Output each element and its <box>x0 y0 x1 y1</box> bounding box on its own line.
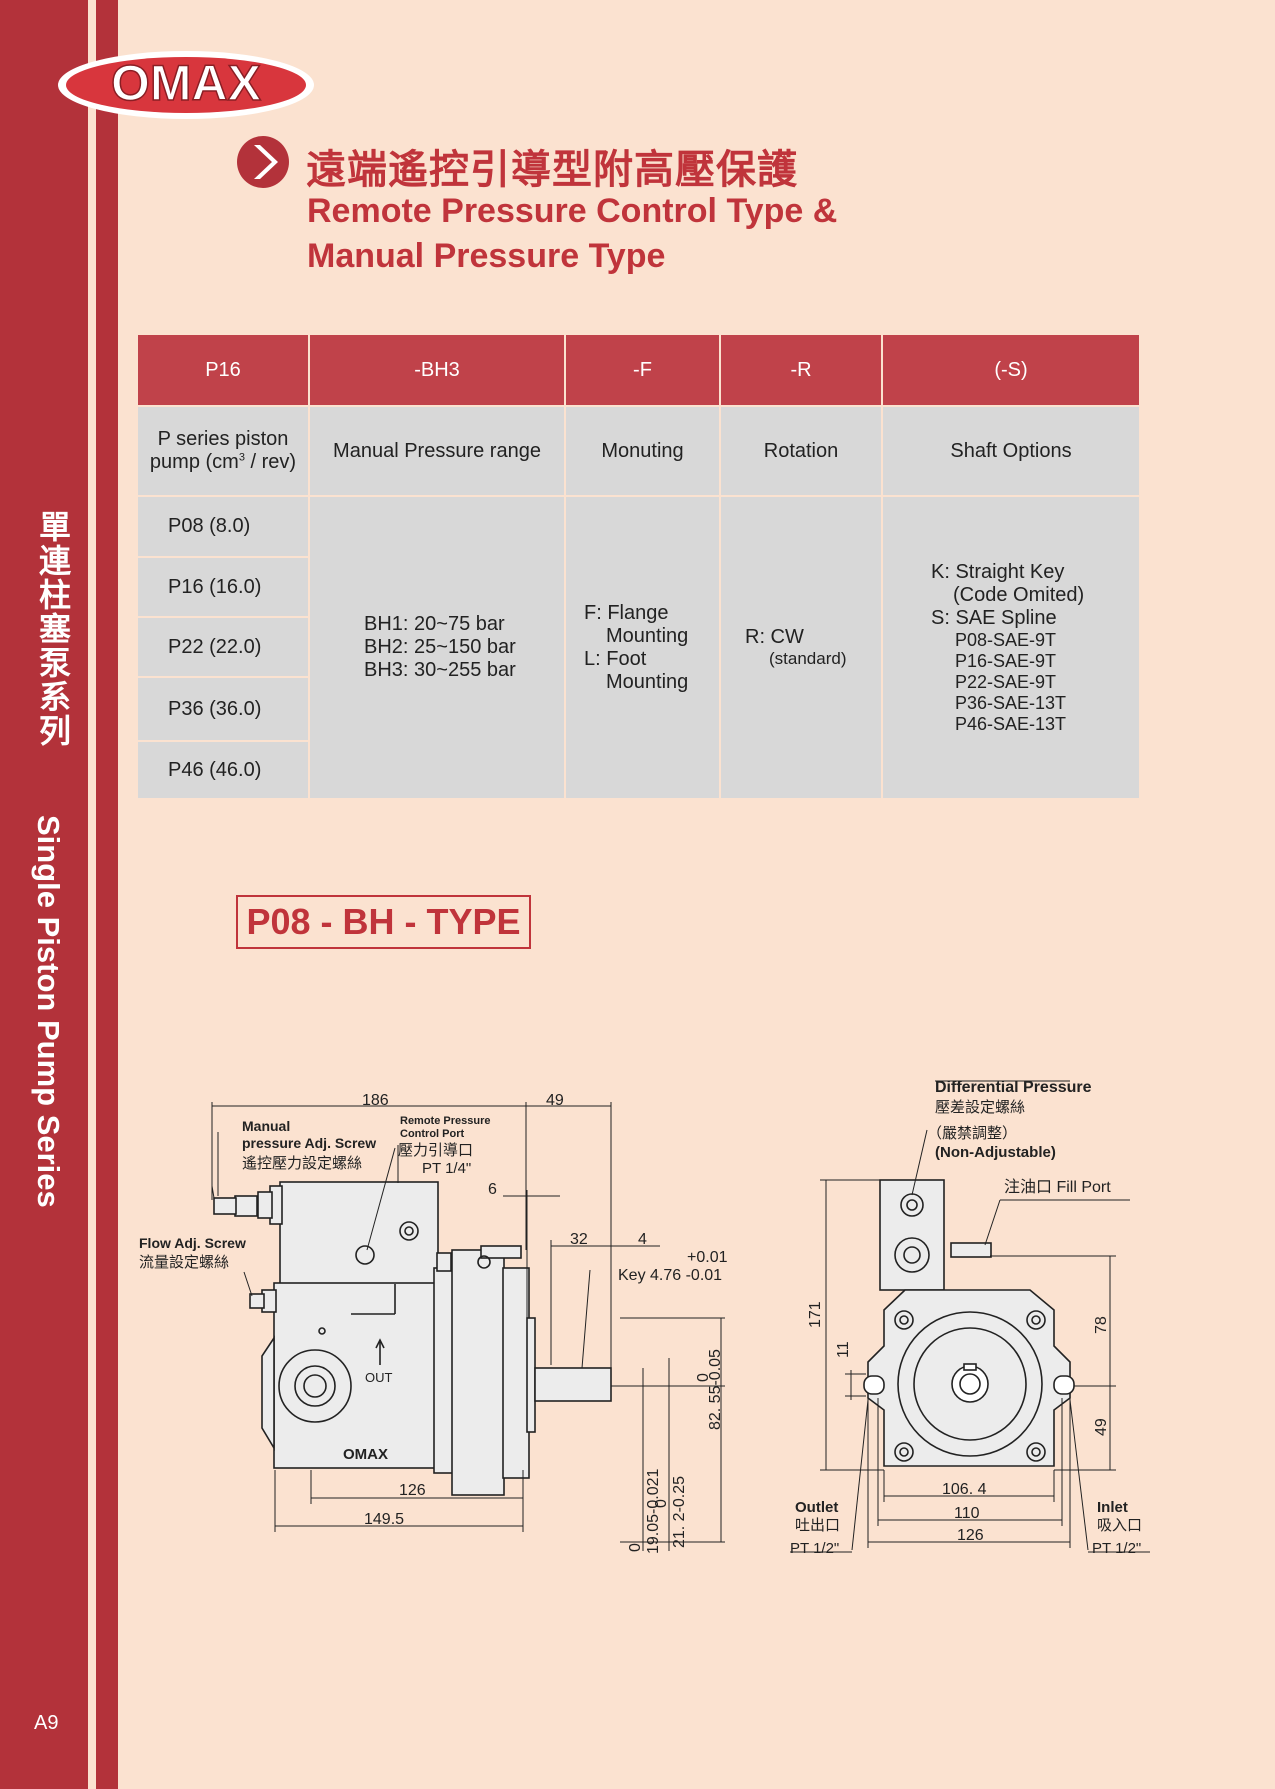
label-rotation: Rotation <box>719 405 883 497</box>
front-view-dims: 171 11 78 49 106. 4 110 126 <box>807 1301 1110 1544</box>
model-code-table: P16 -BH3 -F -R (-S) P series piston pump… <box>136 333 1141 800</box>
dim-149-5: 149.5 <box>364 1511 404 1528</box>
remote-port-label-2: Control Port <box>400 1128 464 1140</box>
chevron-right-icon <box>237 136 289 188</box>
header-shaft: (-S) <box>881 333 1141 407</box>
pump-p36: P36 (36.0) <box>136 676 310 742</box>
pressure-ranges: BH1: 20~75 bar BH2: 25~150 bar BH3: 30~2… <box>308 495 566 800</box>
out-label: OUT <box>365 1370 393 1385</box>
dim-6: 6 <box>488 1181 497 1198</box>
manual-screw-label-1: Manual <box>242 1118 290 1134</box>
flow-screw-label: Flow Adj. Screw <box>139 1235 246 1251</box>
flow-screw-label-zh: 流量設定螺絲 <box>139 1254 229 1271</box>
dim-shaft-diameter: 19.05-0.021 <box>645 1468 662 1554</box>
front-view-pump <box>863 1179 1075 1467</box>
outlet-pt: PT 1/2" <box>790 1540 839 1557</box>
sidebar-title-zh: 單連柱塞泵系列 <box>34 510 72 748</box>
label-pressure: Manual Pressure range <box>308 405 566 497</box>
dim-shaft-zero: 0 <box>627 1543 644 1552</box>
remote-port-label-zh: 壓力引導口 <box>398 1142 473 1159</box>
dim-key-height: 21. 2-0.25 <box>671 1476 688 1548</box>
label-mounting: Monuting <box>564 405 721 497</box>
dim-106-4: 106. 4 <box>942 1481 987 1498</box>
page-title-zh: 遠端遙控引導型附高壓保護 <box>306 147 798 193</box>
inlet-label-zh: 吸入口 <box>1097 1517 1142 1534</box>
dim-126b: 126 <box>957 1527 984 1544</box>
sidebar-stripe <box>96 0 118 1789</box>
header-mounting: -F <box>564 333 721 407</box>
sidebar-title-en: Single Piston Pump Series <box>31 815 66 1208</box>
outlet-label: Outlet <box>795 1499 838 1516</box>
inlet-pt: PT 1/2" <box>1092 1540 1141 1557</box>
remote-port-pt: PT 1/4" <box>422 1160 471 1177</box>
side-view-callouts: Manual pressure Adj. Screw Remote Pressu… <box>139 1115 491 1251</box>
dim-186: 186 <box>362 1092 389 1109</box>
diff-pressure-label: Differential Pressure <box>935 1079 1092 1096</box>
page-title-en-line2: Manual Pressure Type <box>307 237 666 275</box>
key-tolerance-plus: +0.01 <box>687 1249 728 1266</box>
dim-32: 32 <box>570 1231 588 1248</box>
pump-p46: P46 (46.0) <box>136 740 310 800</box>
dim-49b: 49 <box>1093 1418 1110 1436</box>
manual-screw-label-2: pressure Adj. Screw <box>242 1135 376 1151</box>
pump-p16: P16 (16.0) <box>136 556 310 618</box>
omax-logo: OMAX <box>58 51 314 119</box>
pump-logo-text: OMAX <box>343 1446 388 1463</box>
label-shaft: Shaft Options <box>881 405 1141 497</box>
page-number: A9 <box>34 1712 59 1734</box>
shaft-options: K: Straight Key (Code Omited) S: SAE Spl… <box>881 495 1141 800</box>
pump-p08: P08 (8.0) <box>136 495 310 558</box>
dim-4: 4 <box>638 1231 647 1248</box>
dim-11: 11 <box>835 1341 852 1358</box>
dim-126: 126 <box>399 1482 426 1499</box>
remote-port-label-1: Remote Pressure <box>400 1115 491 1127</box>
dim-center-zero: 0 <box>695 1373 712 1382</box>
page-title-en-line1: Remote Pressure Control Type & <box>307 192 838 230</box>
dim-78: 78 <box>1093 1316 1110 1334</box>
diff-pressure-note: (Non-Adjustable) <box>935 1144 1056 1161</box>
manual-screw-label-zh: 遙控壓力設定螺絲 <box>242 1155 362 1172</box>
rotation-options: R: CW (standard) <box>719 495 883 800</box>
outlet-label-zh: 吐出口 <box>795 1517 840 1534</box>
type-label: P08 - BH - TYPE <box>236 895 531 949</box>
front-view-dimension-lines <box>790 1080 1150 1553</box>
logo-text: OMAX <box>111 55 261 111</box>
mounting-options: F: Flange Mounting L: Foot Mounting <box>564 495 721 800</box>
header-pressure: -BH3 <box>308 333 566 407</box>
sidebar-band <box>0 0 88 1789</box>
fill-port-label: 注油口 Fill Port <box>1004 1178 1111 1196</box>
side-view-pump <box>213 1181 612 1496</box>
pump-p22: P22 (22.0) <box>136 616 310 678</box>
key-dimension: Key 4.76 -0.01 <box>618 1267 722 1284</box>
dim-center-height: 82. 55-0.05 <box>707 1349 724 1430</box>
dim-key-zero: 0 <box>653 1499 670 1508</box>
dim-171: 171 <box>807 1301 824 1328</box>
header-pump: P16 <box>136 333 310 407</box>
vertical-dims: 0 19.05-0.021 0 21. 2-0.25 0 82. 55-0.05 <box>627 1349 724 1554</box>
header-rotation: -R <box>719 333 883 407</box>
label-pump: P series piston pump (cm3 / rev) <box>136 405 310 497</box>
dim-49: 49 <box>546 1092 564 1109</box>
inlet-label: Inlet <box>1097 1499 1128 1516</box>
diff-pressure-note-zh: （嚴禁調整） <box>927 1125 1017 1142</box>
side-view-dimension-lines <box>211 1102 725 1551</box>
dim-110: 110 <box>954 1505 980 1522</box>
diff-pressure-label-zh: 壓差設定螺絲 <box>935 1099 1025 1116</box>
